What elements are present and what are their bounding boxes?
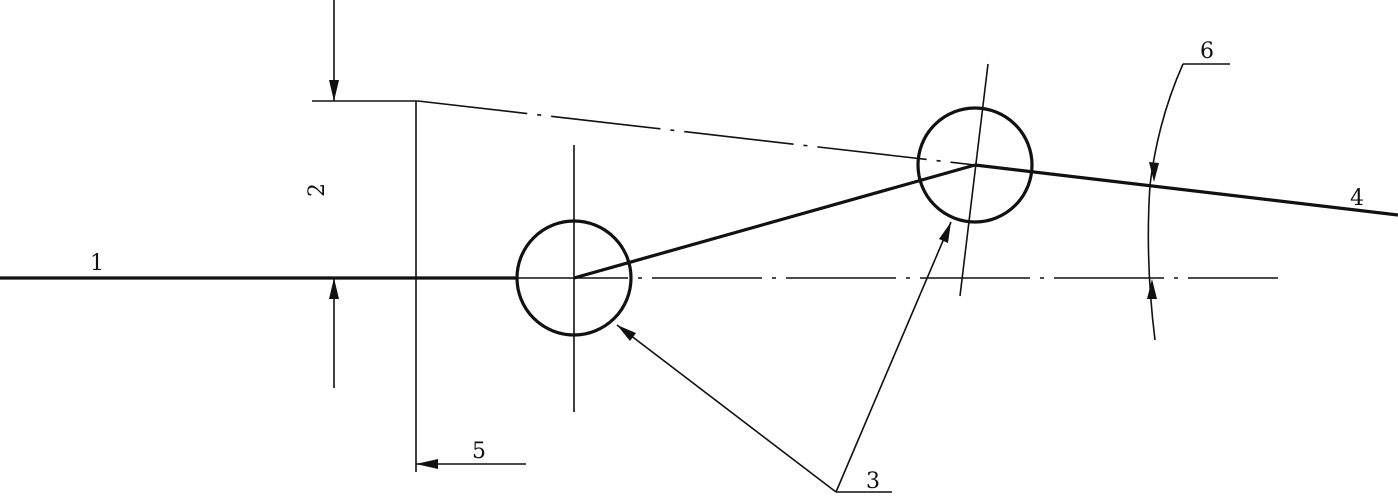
dimension-2-arrow-bottom xyxy=(329,278,339,299)
connecting-segment xyxy=(573,163,976,280)
label-5: 5 xyxy=(472,439,486,464)
dimension-2-arrow-top xyxy=(329,80,339,101)
right-circle xyxy=(916,106,1034,224)
label-3: 3 xyxy=(866,469,880,494)
dimension-5-arrow xyxy=(416,459,438,469)
angle-arrow-bottom xyxy=(1147,279,1157,299)
right-circle-tilted-centerline xyxy=(959,63,989,297)
upper-sloped-reference-line xyxy=(417,100,976,166)
label-1: 1 xyxy=(90,251,104,276)
left-circle xyxy=(515,219,633,337)
label-3-leader-left xyxy=(616,324,837,493)
label-3-arrow-left xyxy=(617,325,636,341)
angle-arrow-top xyxy=(1149,162,1159,182)
label-2: 2 xyxy=(305,183,330,197)
label-3-leader-right xyxy=(835,221,952,493)
outgoing-line xyxy=(974,163,1398,217)
label-4: 4 xyxy=(1350,186,1364,211)
label-3-arrow-right xyxy=(939,222,951,243)
label-6: 6 xyxy=(1200,39,1214,64)
